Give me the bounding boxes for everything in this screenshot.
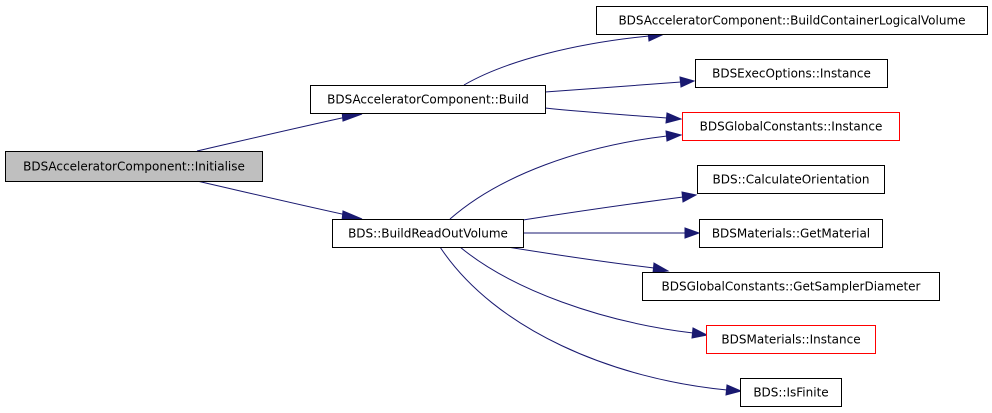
edge-line: [439, 246, 728, 391]
graph-node-samplerdiam[interactable]: BDSGlobalConstants::GetSamplerDiameter: [642, 272, 940, 301]
edge-line: [196, 115, 352, 152]
node-box[interactable]: [740, 378, 842, 407]
call-edge-build-to-execoptions: [544, 76, 696, 93]
arrowhead-icon: [725, 384, 743, 396]
arrowhead-icon: [691, 327, 709, 339]
graph-node-materialsinst[interactable]: BDSMaterials::Instance: [706, 325, 876, 354]
graph-node-getmaterial[interactable]: BDSMaterials::GetMaterial: [699, 219, 883, 248]
node-label[interactable]: BDSAcceleratorComponent::Build: [327, 93, 529, 107]
edge-line: [449, 135, 668, 220]
node-label[interactable]: BDS::IsFinite: [753, 386, 828, 400]
call-edge-build-to-buildcontainer: [463, 30, 664, 86]
node-box[interactable]: [699, 219, 883, 248]
edge-line: [459, 246, 694, 334]
call-edge-buildreadout-to-calcorient: [522, 191, 698, 221]
call-edge-buildreadout-to-isfinite: [439, 246, 743, 396]
arrowhead-icon: [665, 130, 683, 142]
call-edge-buildreadout-to-materialsinst: [459, 246, 709, 339]
graph-node-execoptions[interactable]: BDSExecOptions::Instance: [695, 59, 888, 88]
arrowhead-icon: [652, 262, 670, 274]
call-edge-initialise-to-build: [196, 110, 363, 152]
arrowhead-icon: [665, 112, 683, 124]
graph-node-build[interactable]: BDSAcceleratorComponent::Build: [310, 85, 546, 114]
nodes-layer: BDSAcceleratorComponent::Initialise BDSAc…: [5, 6, 988, 407]
node-box[interactable]: [695, 59, 888, 88]
node-label[interactable]: BDSMaterials::GetMaterial: [712, 227, 870, 241]
edge-line: [522, 196, 684, 221]
node-label[interactable]: BDSAcceleratorComponent::BuildContainerL…: [618, 14, 965, 28]
edge-line: [544, 81, 682, 93]
arrowhead-icon: [684, 227, 701, 239]
node-label[interactable]: BDSExecOptions::Instance: [712, 67, 871, 81]
node-box[interactable]: [596, 6, 988, 35]
arrowhead-icon: [679, 76, 696, 88]
node-label[interactable]: BDSGlobalConstants::Instance: [700, 120, 883, 134]
node-label[interactable]: BDSAcceleratorComponent::Initialise: [23, 160, 245, 174]
graph-node-initialise[interactable]: BDSAcceleratorComponent::Initialise: [5, 151, 263, 182]
arrowhead-icon: [681, 191, 698, 203]
node-box[interactable]: [706, 325, 876, 354]
node-label[interactable]: BDSGlobalConstants::GetSamplerDiameter: [662, 280, 921, 294]
call-edge-buildreadout-to-globalconstants: [449, 130, 683, 220]
node-label[interactable]: BDS::CalculateOrientation: [713, 173, 870, 187]
node-label[interactable]: BDS::BuildReadOutVolume: [348, 227, 508, 241]
node-box[interactable]: [332, 219, 524, 248]
call-edge-buildreadout-to-getmaterial: [523, 227, 701, 239]
node-box[interactable]: [5, 151, 263, 182]
call-edge-build-to-globalconstants: [544, 107, 683, 124]
edge-line: [463, 35, 650, 86]
call-edge-buildreadout-to-samplerdiam: [506, 246, 670, 274]
edge-line: [506, 246, 655, 269]
graph-node-buildreadout[interactable]: BDS::BuildReadOutVolume: [332, 219, 524, 248]
call-edge-initialise-to-buildreadout: [196, 180, 363, 222]
graph-node-isfinite[interactable]: BDS::IsFinite: [740, 378, 842, 407]
edges-layer: [196, 30, 743, 396]
graph-node-buildcontainer[interactable]: BDSAcceleratorComponent::BuildContainerL…: [596, 6, 988, 35]
edge-line: [196, 180, 352, 217]
graph-node-calcorient[interactable]: BDS::CalculateOrientation: [697, 165, 885, 194]
node-box[interactable]: [682, 112, 900, 141]
node-label[interactable]: BDSMaterials::Instance: [721, 333, 860, 347]
node-box[interactable]: [310, 85, 546, 114]
edge-line: [544, 107, 668, 119]
node-box[interactable]: [642, 272, 940, 301]
node-box[interactable]: [697, 165, 885, 194]
graph-node-globalconstants[interactable]: BDSGlobalConstants::Instance: [682, 112, 900, 141]
